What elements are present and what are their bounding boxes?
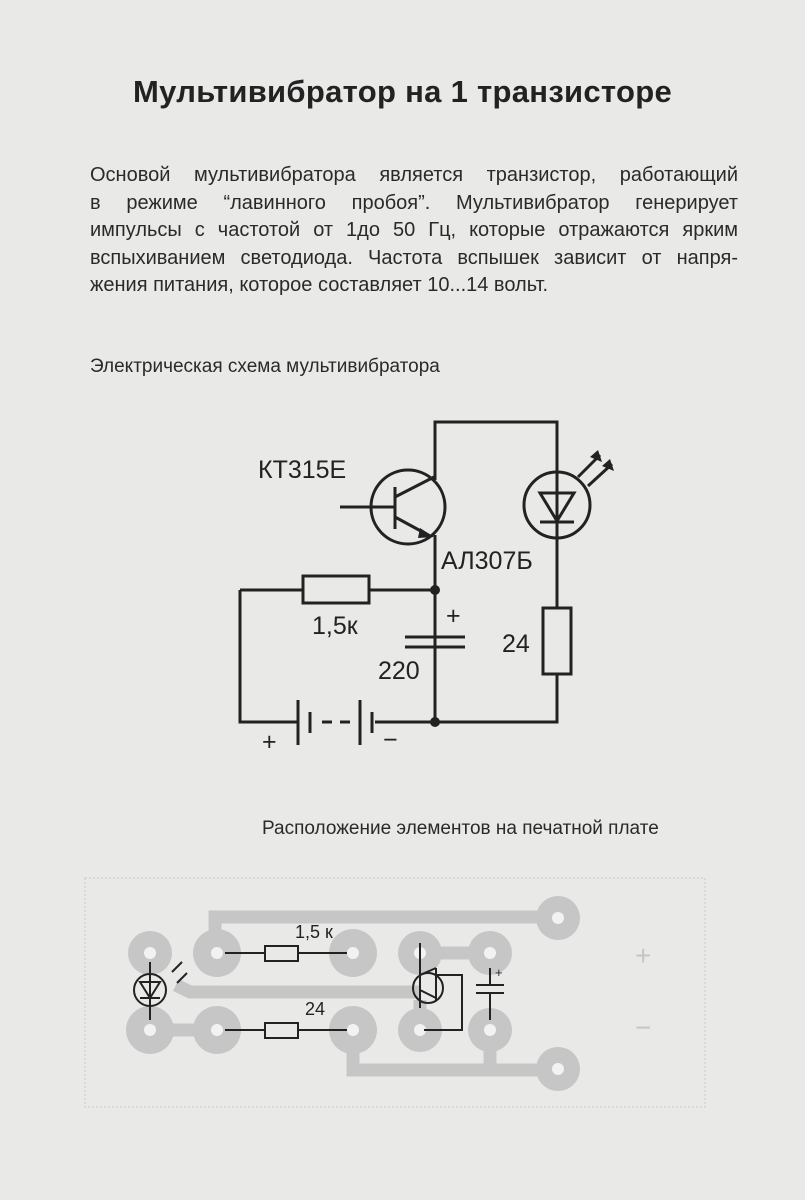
- paragraph-line: в режиме “лавинного пробоя”. Мультивибра…: [90, 191, 738, 214]
- pcb-capacitor-plus-label: +: [495, 965, 503, 980]
- wire-top: [433, 420, 559, 608]
- pcb-heading: Расположение элементов на печатной плате: [262, 818, 659, 839]
- led-diode: [537, 491, 577, 524]
- pcb-resistor-1-5k-label: 1,5 к: [295, 922, 333, 942]
- pcb-resistor-24-label: 24: [305, 999, 326, 1019]
- page-title: Мультивибратор на 1 транзисторе: [132, 74, 673, 109]
- capacitor-icon: [405, 635, 465, 649]
- transistor-base: [340, 475, 435, 538]
- paragraph-line: вспыхиванием светодиода. Частота вспышек…: [90, 246, 738, 269]
- led-icon: [522, 470, 592, 540]
- battery-minus-label: −: [383, 726, 398, 754]
- pcb-plus-label: +: [635, 940, 652, 971]
- paragraph-line: импульсы с частотой от 1до 50 Гц, которы…: [90, 219, 738, 241]
- pcb-transistor-icon: [412, 972, 444, 1004]
- junction-dot: [430, 585, 440, 595]
- pcb-capacitor-icon: [476, 968, 504, 1020]
- resistor-24-label: 24: [502, 630, 530, 658]
- paragraph-line: Основой мультивибратора является транзис…: [90, 164, 738, 186]
- battery-icon: [296, 700, 374, 745]
- resistor-1-5k-label: 1,5к: [312, 612, 358, 640]
- junction-dot: [430, 717, 440, 727]
- pcb-minus-label: −: [635, 1012, 652, 1043]
- transistor-label: КТ315Е: [258, 456, 347, 484]
- capacitor-label: 220: [378, 657, 420, 685]
- capacitor-plus-label: +: [446, 602, 461, 630]
- pcb-resistor-24-icon: [264, 1022, 299, 1039]
- battery-plus-label: +: [262, 728, 277, 756]
- led-label: АЛ307Б: [441, 547, 533, 575]
- pcb-resistor-1-5k-icon: [264, 945, 299, 962]
- description-paragraph: Основой мультивибратора является транзис…: [90, 162, 738, 300]
- schematic-heading: Электрическая схема мультивибратора: [90, 356, 440, 377]
- paragraph-line: жения питания, которое составляет 10...1…: [90, 274, 549, 296]
